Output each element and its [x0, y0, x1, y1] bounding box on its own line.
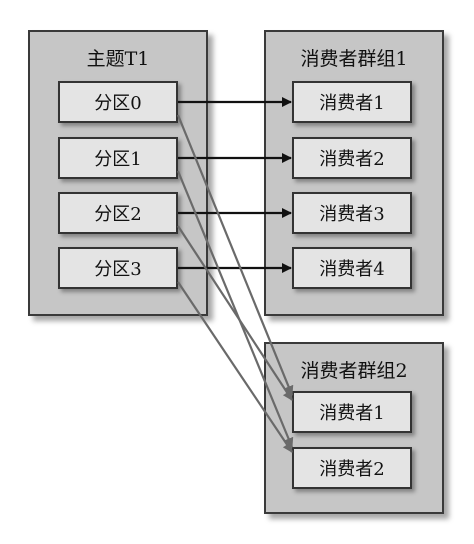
group1-consumer-4: 消费者4: [292, 247, 412, 289]
partition-2: 分区2: [58, 192, 178, 234]
group1-consumer-3: 消费者3: [292, 192, 412, 234]
group2-consumer-2: 消费者2: [292, 447, 412, 489]
group2-consumer-1: 消费者1: [292, 391, 412, 433]
arrow-partition1-to-g2-consumer2: [176, 170, 294, 448]
arrow-partition0-to-g2-consumer1: [176, 114, 294, 396]
partition-3: 分区3: [58, 247, 178, 289]
partition-0: 分区0: [58, 81, 178, 123]
consumer-group-1-title: 消费者群组1: [300, 48, 408, 70]
group1-consumer-1: 消费者1: [292, 81, 412, 123]
arrow-partition2-to-g2-consumer1: [177, 225, 293, 401]
group1-consumer-2: 消费者2: [292, 137, 412, 179]
topic-title: 主题T1: [86, 48, 150, 70]
arrow-partition3-to-g2-consumer2: [177, 281, 293, 453]
partition-1: 分区1: [58, 137, 178, 179]
consumer-group-2-title: 消费者群组2: [300, 360, 408, 382]
